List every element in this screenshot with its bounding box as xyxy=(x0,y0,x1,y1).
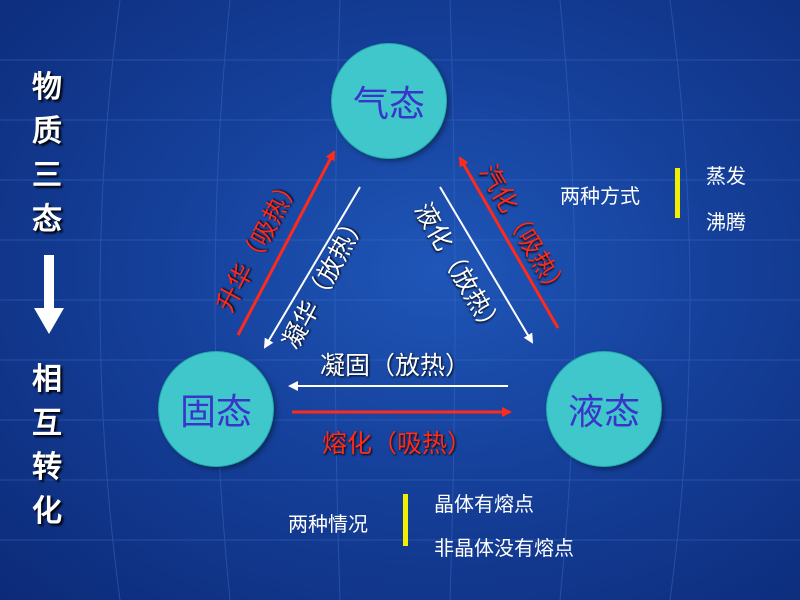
melting-note-item: 非晶体没有熔点 xyxy=(434,536,574,560)
melting-note-item: 晶体有熔点 xyxy=(434,492,534,516)
melting-label: 熔化（吸热） xyxy=(322,429,473,458)
solid-state-node: 固态 xyxy=(159,352,273,466)
side-char: 质 xyxy=(32,114,62,149)
side-title-top: 物 质 三 态 xyxy=(22,66,72,242)
side-title-bottom: 相 互 转 化 xyxy=(22,358,72,534)
side-char: 物 xyxy=(32,70,62,105)
vaporization-arrow xyxy=(458,156,560,329)
sublimation-arrow xyxy=(236,150,336,336)
solid-state-label: 固态 xyxy=(179,392,252,433)
vaporization-note-item: 沸腾 xyxy=(706,210,746,234)
side-char: 化 xyxy=(32,494,62,529)
side-char: 转 xyxy=(32,450,62,485)
melting-note-label: 两种情况 xyxy=(288,512,368,536)
side-char: 态 xyxy=(32,202,62,237)
desublimation-arrow xyxy=(263,186,361,349)
melting-bracket xyxy=(403,494,408,546)
gas-state-label: 气态 xyxy=(352,84,425,125)
liquid-state-node: 液态 xyxy=(547,352,661,466)
liquid-state-label: 液态 xyxy=(567,392,640,433)
side-char: 三 xyxy=(32,158,62,193)
vaporization-note-label: 两种方式 xyxy=(560,184,640,208)
vaporization-bracket xyxy=(675,168,680,218)
solidification-label: 凝固（放热） xyxy=(320,351,471,380)
gas-state-node: 气态 xyxy=(332,44,446,158)
liquefaction-arrow xyxy=(439,186,534,344)
side-char: 相 xyxy=(32,362,62,397)
vaporization-note-item: 蒸发 xyxy=(706,164,746,188)
side-char: 互 xyxy=(32,406,62,441)
